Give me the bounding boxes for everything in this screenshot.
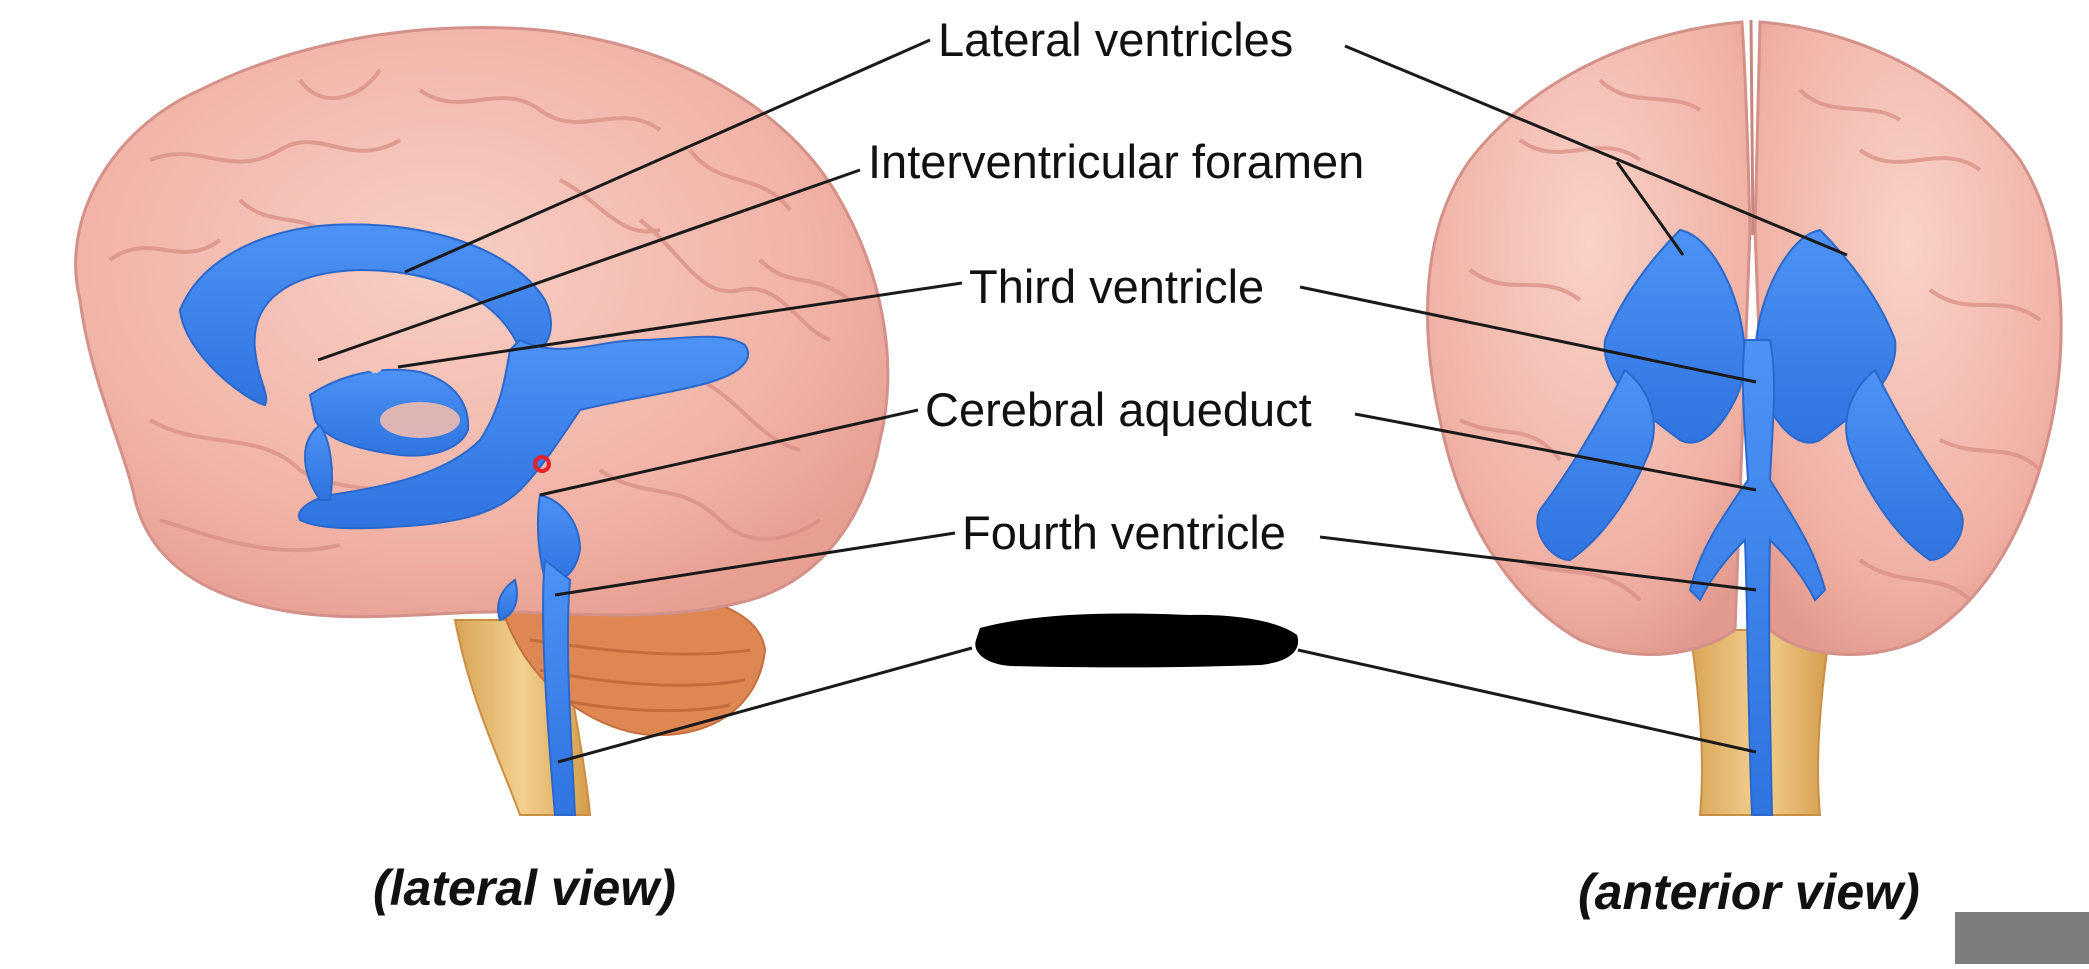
- leader-lines: [317, 38, 1848, 764]
- leader-line-interventricular-left: [317, 168, 861, 362]
- leader-line-lateral-ventricles-right: [1344, 44, 1848, 257]
- anterior-ventricles-shape: [1536, 228, 1964, 816]
- leader-line-aqueduct-left: [539, 408, 919, 497]
- leader-line-third-ventricle-right: [1299, 285, 1757, 384]
- label-interventricular-foramen: Interventricular foramen: [868, 135, 1365, 188]
- label-cerebral-aqueduct: Cerebral aqueduct: [925, 383, 1312, 436]
- leader-line-lateral-ventricles-anterior-left: [1615, 161, 1685, 256]
- leader-line-redacted-left: [557, 646, 973, 764]
- label-third-ventricle: Third ventricle: [969, 260, 1265, 313]
- leader-line-redacted-right: [1297, 648, 1757, 754]
- label-fourth-ventricle: Fourth ventricle: [962, 506, 1286, 559]
- leader-line-lateral-ventricles-left: [404, 38, 931, 274]
- caption-anterior-view: (anterior view): [1578, 864, 1920, 920]
- label-lateral-ventricles: Lateral ventricles: [938, 13, 1294, 66]
- caption-lateral-view: (lateral view): [373, 860, 676, 916]
- leader-line-aqueduct-right: [1354, 412, 1757, 492]
- corner-gray-tab: [1955, 912, 2089, 964]
- red-circle-marker: [533, 455, 551, 473]
- leader-line-third-ventricle-left: [397, 281, 963, 369]
- lateral-cerebrum: [74, 26, 890, 619]
- anterior-view-brain: [1426, 19, 2063, 816]
- leader-line-fourth-left: [554, 531, 956, 597]
- lateral-view-brain: [74, 26, 890, 816]
- black-redaction-scribble: [975, 613, 1299, 668]
- leader-line-fourth-right: [1319, 535, 1757, 592]
